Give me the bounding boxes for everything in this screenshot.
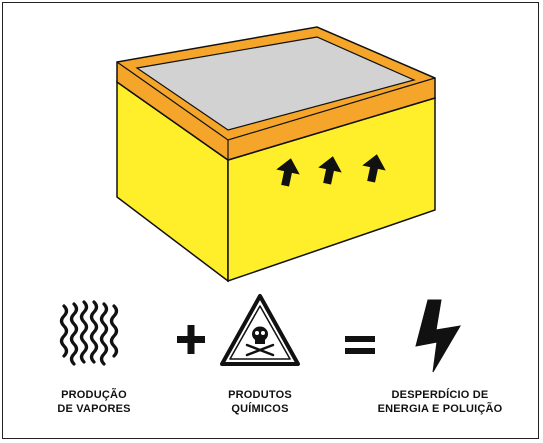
- caption-chemicals-line2: QUÍMICOS: [231, 403, 289, 415]
- caption-chemicals-line1: PRODUTOS: [228, 389, 292, 401]
- equals-sign: [345, 336, 375, 354]
- box-illustration: [116, 26, 436, 283]
- caption-vapor: PRODUÇÃO DE VAPORES: [48, 388, 140, 416]
- vapor-icon: [59, 300, 119, 366]
- up-arrow-icon-3: [362, 154, 386, 183]
- caption-waste-line1: DESPERDÍCIO DE: [391, 389, 489, 401]
- caption-waste-line2: ENERGIA E POLUIÇÃO: [377, 403, 503, 415]
- up-arrow-icon-2: [318, 156, 342, 185]
- plus-sign: [177, 325, 205, 354]
- up-arrow-icon-1: [276, 158, 300, 187]
- box-opening: [135, 36, 416, 131]
- toxic-hazard-triangle-icon: [220, 294, 300, 366]
- caption-chemicals: PRODUTOS QUÍMICOS: [214, 388, 306, 416]
- caption-vapor-line2: DE VAPORES: [57, 403, 131, 415]
- caption-waste: DESPERDÍCIO DE ENERGIA E POLUIÇÃO: [372, 388, 508, 416]
- caption-vapor-line1: PRODUÇÃO: [61, 389, 127, 401]
- lightning-bolt-icon: [415, 299, 461, 373]
